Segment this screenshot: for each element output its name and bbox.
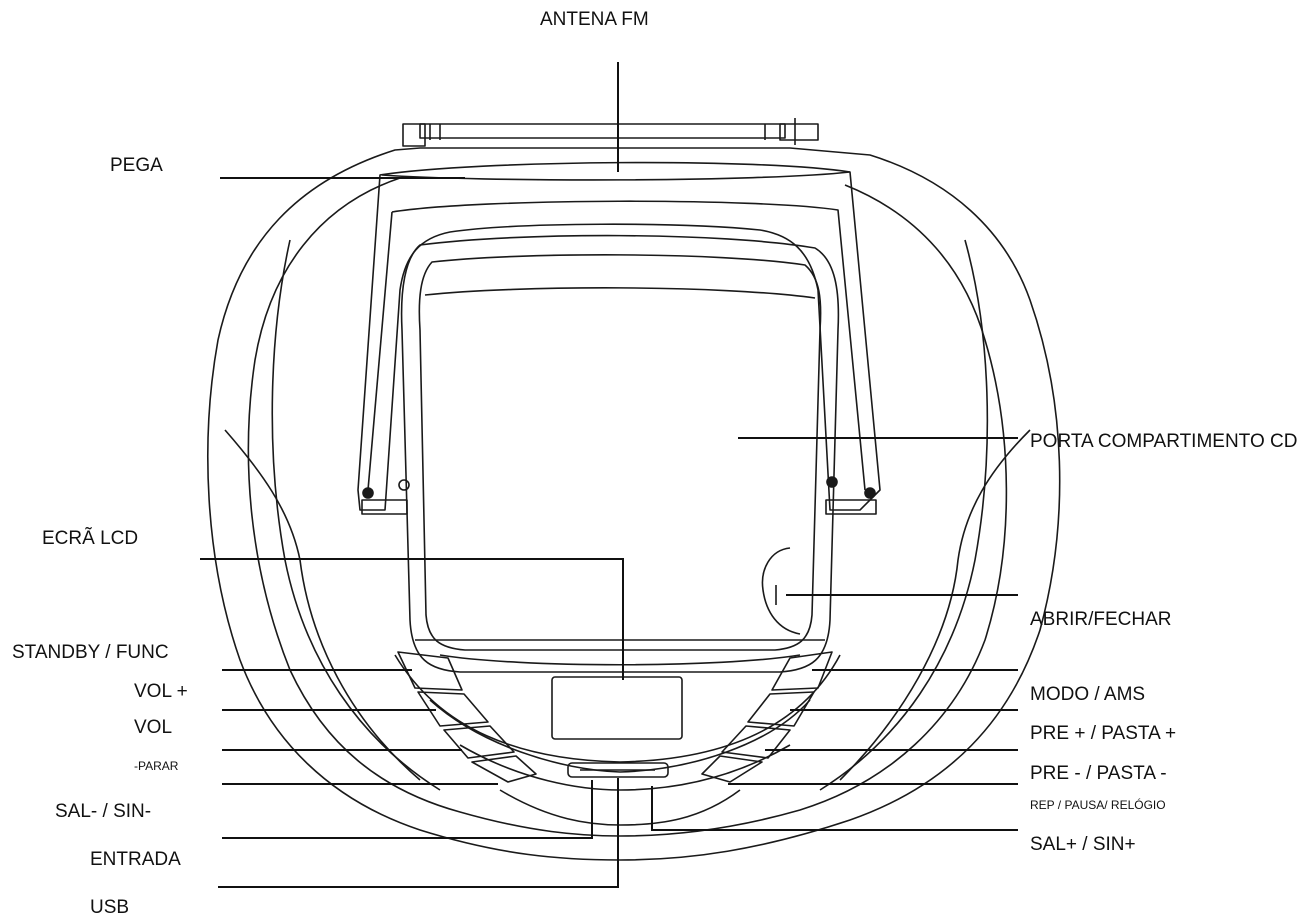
handle-inner <box>391 200 866 491</box>
label-usb: USB <box>90 897 130 918</box>
button-pre-minus <box>721 725 791 759</box>
body-side-left <box>224 429 421 781</box>
button-stop <box>471 755 537 783</box>
button-vol-minus <box>443 725 515 759</box>
open-close-button <box>761 547 801 635</box>
button-standby <box>397 651 463 691</box>
handle-outer <box>357 161 881 511</box>
label-vol-plus: VOL + <box>134 681 188 702</box>
button-rep <box>701 755 763 783</box>
antenna-rod <box>419 123 786 139</box>
body-curve-right <box>819 239 989 791</box>
leader-ecra <box>200 558 624 680</box>
lcd-screen <box>551 676 683 740</box>
antenna-end-right <box>779 123 819 141</box>
label-rep-pausa-relogio: REP / PAUSA/ RELÓGIO <box>1030 798 1166 812</box>
leader-sal-plus <box>651 786 1018 831</box>
leader-sal-minus <box>222 780 593 839</box>
label-entrada: ENTRADA <box>90 849 181 870</box>
label-antena-fm: ANTENA FM <box>540 9 649 30</box>
body-side-right <box>839 429 1031 781</box>
button-vol-plus <box>417 691 489 727</box>
label-porta-compartimento-cd: PORTA COMPARTIMENTO CD <box>1030 431 1298 452</box>
label-sal-minus-sin-minus: SAL- / SIN- <box>55 801 152 822</box>
body-outer-shell <box>207 147 1061 861</box>
label-abrir-fechar: ABRIR/FECHAR <box>1030 609 1172 630</box>
label-pre-minus-pasta-minus: PRE - / PASTA - <box>1030 763 1167 784</box>
leader-usb <box>218 778 619 888</box>
label-parar: -PARAR <box>134 759 179 773</box>
usb-slot <box>567 762 669 778</box>
body-inner-shell <box>247 177 1008 837</box>
label-modo-ams: MODO / AMS <box>1030 684 1146 705</box>
cd-door-inner <box>418 254 822 651</box>
control-panel-arc <box>394 654 841 763</box>
label-sal-plus-sin-plus: SAL+ / SIN+ <box>1030 834 1136 855</box>
label-standby-func: STANDBY / FUNC <box>12 642 169 663</box>
cd-door-outer <box>400 234 840 673</box>
button-pre-plus <box>747 691 815 727</box>
button-mode <box>771 651 833 691</box>
label-pre-plus-pasta-plus: PRE + / PASTA + <box>1030 723 1177 744</box>
label-vol: VOL <box>134 717 173 738</box>
label-ecra-lcd: ECRÃ LCD <box>42 528 139 549</box>
label-pega: PEGA <box>110 155 163 176</box>
antenna-end-left <box>402 123 426 147</box>
